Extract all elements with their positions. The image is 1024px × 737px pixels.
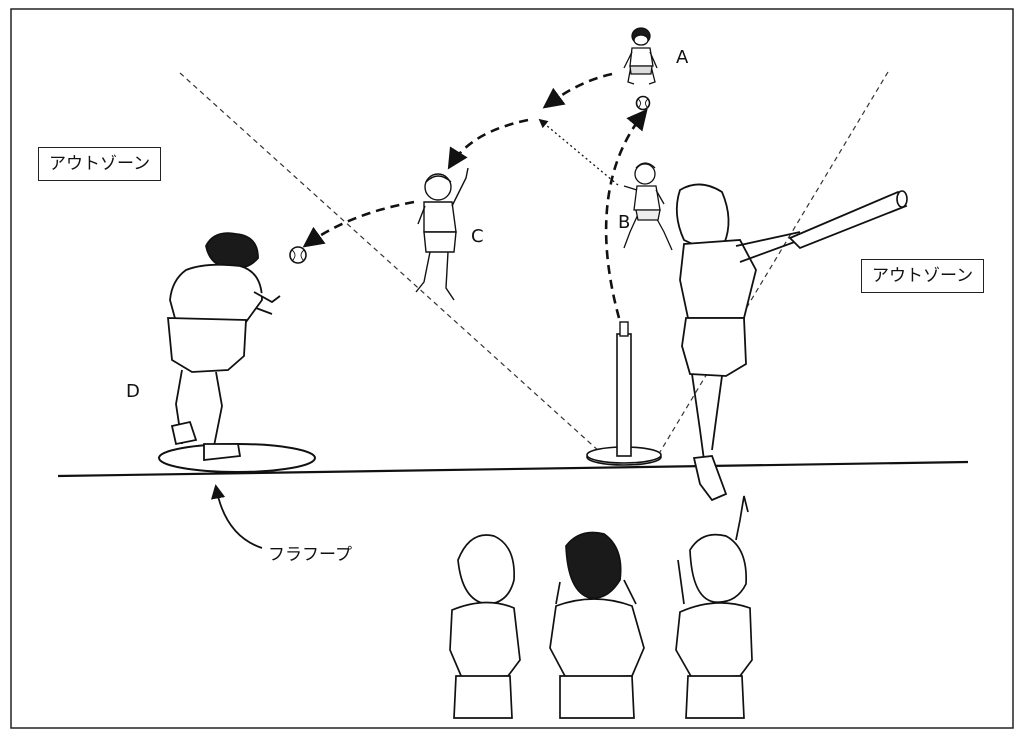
player-b-label: B: [618, 212, 631, 233]
foul-line-left: [179, 72, 601, 453]
spectator-right: [676, 496, 752, 718]
bat: [788, 190, 908, 250]
player-d-label: D: [126, 381, 140, 402]
hoop-pointer-arrow: [210, 484, 263, 549]
hoop-label: フラフープ: [268, 545, 352, 565]
ball-path-b-to-relay: [538, 118, 619, 186]
player-a-label: A: [676, 47, 689, 68]
batter-figure: [677, 184, 800, 500]
spectator-left: [450, 535, 520, 718]
spectator-middle: [550, 533, 644, 719]
ball-path-to-c: [447, 118, 529, 170]
player-a-figure: [624, 28, 657, 84]
out-zone-right-label: アウトゾーン: [861, 259, 985, 293]
batting-tee: [586, 321, 662, 466]
player-d-figure: [168, 233, 280, 460]
ball-path-c-to-d: [302, 200, 415, 248]
foul-line-right: [659, 71, 889, 453]
frame-border: [10, 8, 1014, 729]
player-b-figure: [624, 163, 672, 250]
out-zone-left-label: アウトゾーン: [38, 147, 162, 181]
player-c-figure: [416, 168, 468, 300]
ground-line: [57, 460, 969, 478]
player-c-label: C: [471, 226, 484, 247]
ball-path-tee-to-a: [604, 108, 648, 319]
ball-near-a: [635, 95, 651, 111]
ball-near-d: [289, 246, 307, 264]
ball-path-a-to-relay: [542, 72, 613, 109]
